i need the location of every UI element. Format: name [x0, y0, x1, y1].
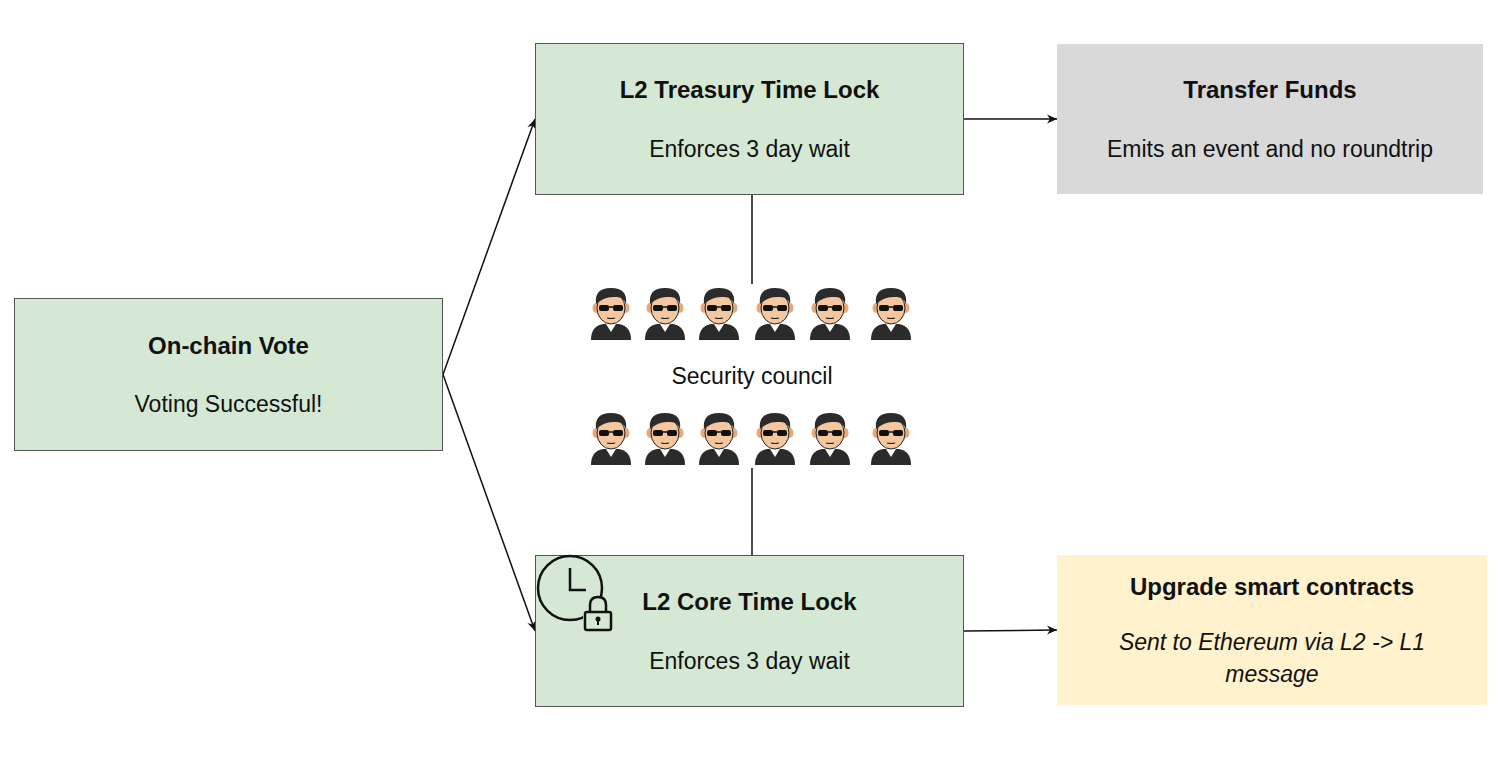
person-icon	[645, 413, 685, 465]
node-body: Voting Successful!	[135, 388, 323, 420]
node-body: Enforces 3 day wait	[649, 645, 850, 677]
person-icon	[810, 413, 850, 465]
person-icon	[871, 413, 911, 465]
process-box: On-chain VoteVoting Successful!	[14, 298, 443, 451]
clock-lock-icon	[536, 556, 626, 646]
action-box: Upgrade smart contractsSent to Ethereum …	[1057, 555, 1487, 705]
connector	[751, 468, 753, 555]
timelock-box: L2 Core Time LockEnforces 3 day wait	[535, 555, 964, 707]
connector	[443, 119, 535, 375]
node-body: Sent to Ethereum via L2 -> L1 message	[1073, 626, 1471, 690]
connector	[964, 630, 1057, 631]
person-icon	[645, 288, 685, 340]
council-group: Security council	[582, 284, 922, 468]
person-icon	[699, 288, 739, 340]
node-title: Security council	[667, 360, 836, 392]
person-icon	[810, 288, 850, 340]
timelock-box: L2 Treasury Time LockEnforces 3 day wait	[535, 43, 964, 195]
person-icon	[699, 413, 739, 465]
connector	[964, 118, 1057, 120]
connector	[751, 195, 753, 284]
action-box: Transfer FundsEmits an event and no roun…	[1057, 44, 1483, 194]
node-body: Enforces 3 day wait	[649, 133, 850, 165]
person-icon	[755, 413, 795, 465]
person-icon	[871, 288, 911, 340]
node-title: Upgrade smart contracts	[1130, 570, 1414, 604]
person-icon	[755, 288, 795, 340]
node-title: L2 Core Time Lock	[642, 585, 856, 619]
node-title: On-chain Vote	[148, 329, 309, 363]
person-icon	[591, 288, 631, 340]
node-title: Transfer Funds	[1183, 73, 1356, 107]
person-icon	[591, 413, 631, 465]
node-title: L2 Treasury Time Lock	[620, 73, 880, 107]
connector	[443, 375, 535, 632]
node-body: Emits an event and no roundtrip	[1107, 133, 1433, 165]
